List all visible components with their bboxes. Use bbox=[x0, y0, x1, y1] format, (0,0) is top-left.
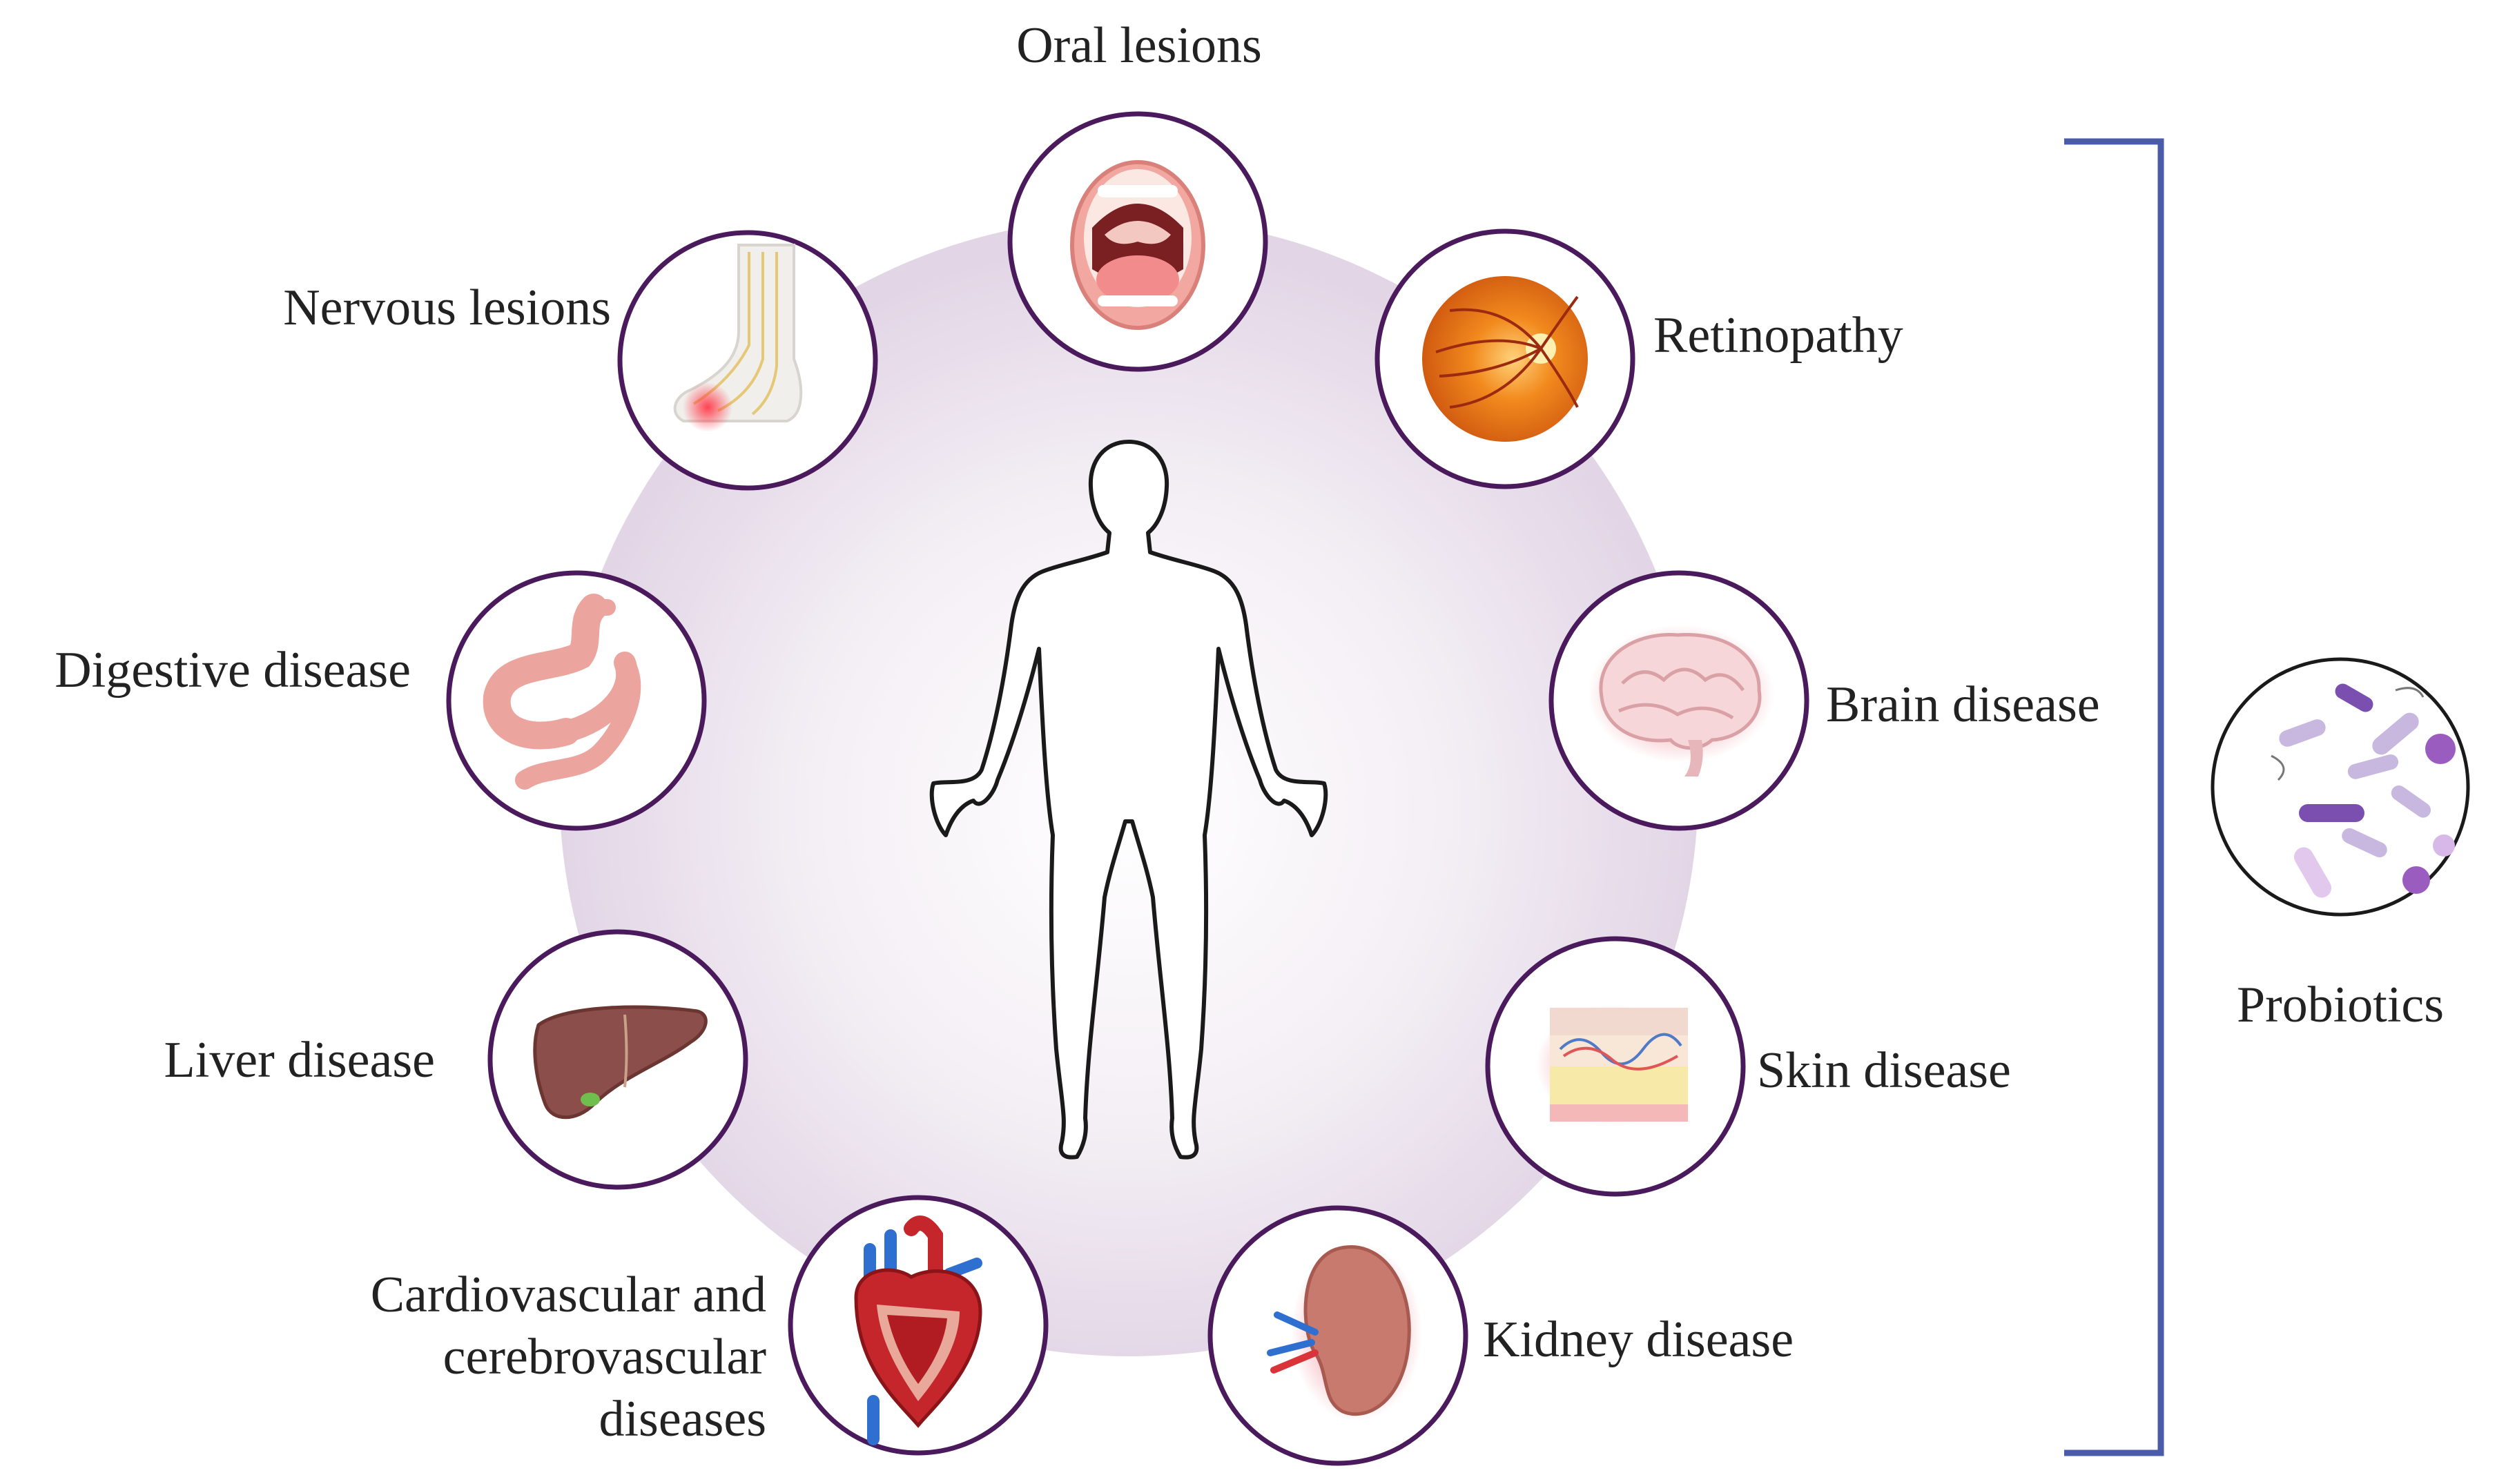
foot-nerves-icon bbox=[673, 244, 803, 432]
nervous-lesions-node bbox=[617, 230, 878, 491]
skin-disease-node bbox=[1485, 936, 1746, 1197]
label-probiotics: Probiotics bbox=[2236, 977, 2445, 1033]
brain-icon bbox=[1588, 625, 1774, 777]
label-nervous-lesions: Nervous lesions bbox=[283, 280, 611, 336]
bacteria-icon bbox=[2271, 683, 2456, 898]
kidney-disease-node bbox=[1207, 1205, 1468, 1466]
label-oral-lesions: Oral lesions bbox=[1016, 17, 1262, 74]
liver-disease-node bbox=[487, 929, 748, 1190]
label-skin-disease: Skin disease bbox=[1757, 1042, 2011, 1099]
retina-icon bbox=[1422, 276, 1588, 442]
label-cardiovascular-line3: diseases bbox=[599, 1391, 767, 1447]
brain-disease-node bbox=[1548, 570, 1809, 831]
label-cardiovascular-line2: cerebrovascular bbox=[443, 1329, 766, 1385]
human-body-outline bbox=[929, 440, 1328, 1160]
probiotics-node bbox=[2211, 657, 2470, 917]
label-liver-disease: Liver disease bbox=[164, 1032, 435, 1088]
kidney-icon bbox=[1267, 1242, 1422, 1422]
label-cardiovascular-line1: Cardiovascular and bbox=[370, 1267, 766, 1323]
stomach-intestine-icon bbox=[483, 594, 641, 790]
oral-lesions-node bbox=[1007, 111, 1268, 372]
label-retinopathy: Retinopathy bbox=[1653, 307, 1903, 364]
open-mouth-icon bbox=[1070, 160, 1205, 330]
digestive-disease-node bbox=[446, 570, 707, 831]
heart-icon bbox=[854, 1215, 982, 1445]
liver-icon bbox=[533, 1005, 708, 1120]
digestive-disease-ring bbox=[446, 570, 707, 831]
label-kidney-disease: Kidney disease bbox=[1483, 1311, 1794, 1368]
retinopathy-node bbox=[1375, 228, 1635, 489]
label-brain-disease: Brain disease bbox=[1826, 676, 2100, 733]
label-digestive-disease: Digestive disease bbox=[55, 642, 411, 699]
cardiovascular-node bbox=[788, 1195, 1049, 1456]
skin-layers-icon bbox=[1536, 1004, 1688, 1125]
bracket bbox=[2064, 138, 2164, 1456]
